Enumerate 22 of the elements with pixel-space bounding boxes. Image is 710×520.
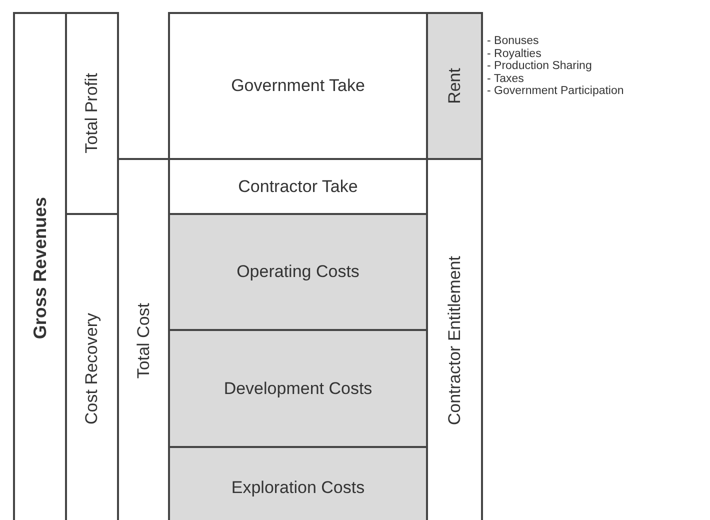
note-text: - Production Sharing	[487, 60, 593, 73]
cell-label: Operating Costs	[236, 262, 360, 282]
note-text: - Government Participation	[487, 85, 624, 98]
cell-label: Rent	[444, 68, 464, 104]
cell-label: Gross Revenues	[30, 196, 50, 340]
cell-label: Government Take	[231, 76, 365, 96]
shaded-cell	[168, 213, 428, 331]
cell-label: Development Costs	[224, 378, 372, 398]
cell-label: Contractor Take	[238, 176, 358, 196]
note-text: - Taxes	[487, 72, 525, 86]
cell-label: Cost Recovery	[82, 312, 102, 424]
cell-label: Total Profit	[82, 73, 102, 154]
note-text: - Bonuses	[487, 35, 540, 48]
cell-label: Total Cost	[134, 303, 154, 379]
shaded-cell	[168, 446, 428, 520]
shaded-cell	[426, 12, 483, 160]
cell-label: Exploration Costs	[231, 478, 365, 498]
note-text: - Royalties	[487, 48, 542, 60]
shaded-cell	[168, 329, 428, 448]
table-cell	[168, 12, 428, 160]
cell-label: Contractor Entitlement	[444, 256, 464, 426]
table-cell	[13, 12, 67, 520]
